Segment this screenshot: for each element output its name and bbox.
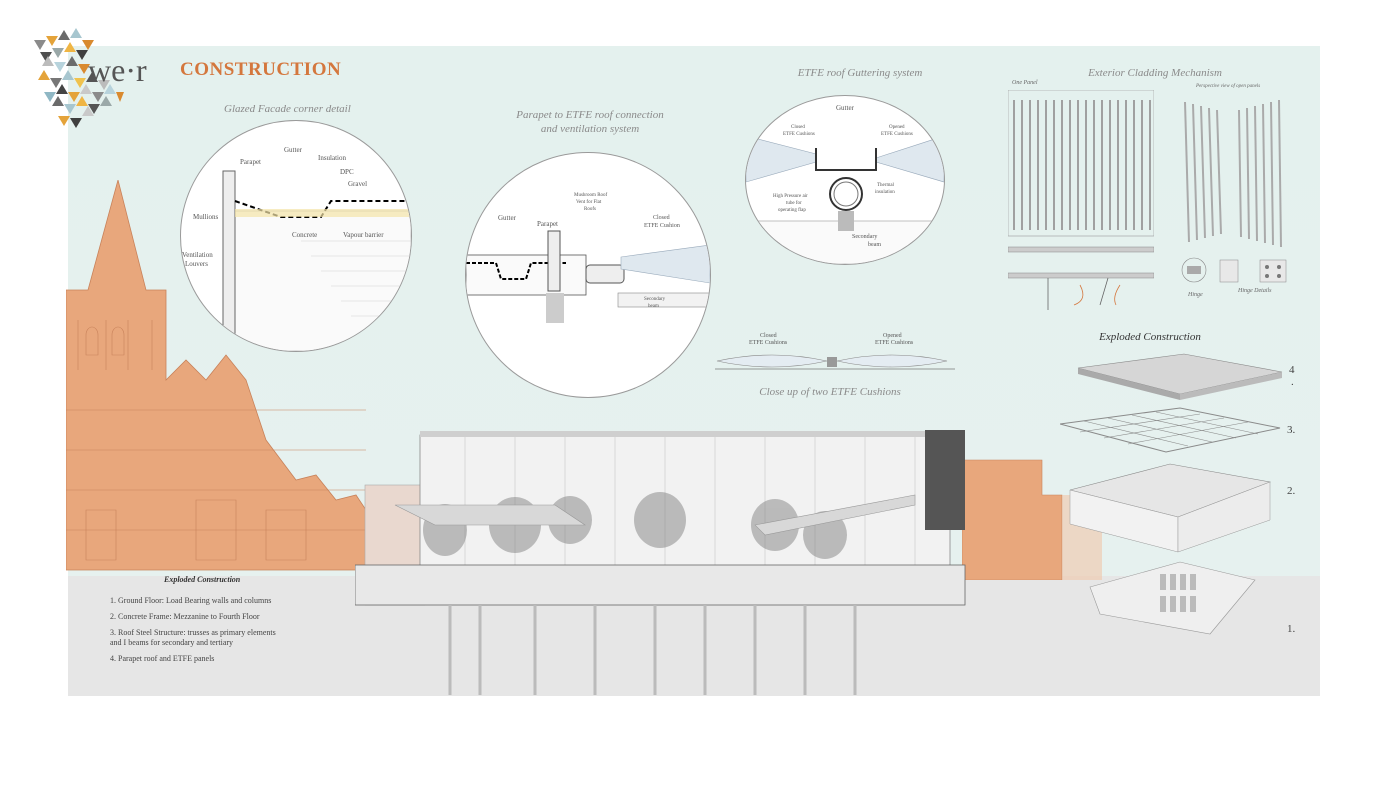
parapet-label-mushroom-1: Mushroom Roof <box>574 193 608 198</box>
exploded-number-4: 4 <box>1289 364 1295 376</box>
parapet-label-parapet: Parapet <box>537 220 558 228</box>
parapet-label-gutter: Gutter <box>498 214 516 222</box>
gutter-label-closed-etfe: ETFE Cushions <box>783 132 815 137</box>
parapet-detail-circle <box>465 152 711 398</box>
parapet-detail-title-1: Parapet to ETFE roof connection <box>516 109 664 121</box>
facade-detail-title: Glazed Facade corner detail <box>224 103 351 115</box>
gutter-label-opened: Opened <box>889 125 905 130</box>
cladding-one-panel-label: One Panel <box>1012 80 1038 86</box>
building-section <box>355 430 966 695</box>
parapet-label-mushroom-2: Vent for Flat <box>576 200 602 205</box>
cushions-label-opened: Opened <box>883 333 902 339</box>
cushions-label-opened-etfe: ETFE Cushions <box>875 340 914 346</box>
cladding-plan <box>1008 246 1154 310</box>
hinge-details-label: Hinge Details <box>1238 288 1272 294</box>
facade-label-dpc: DPC <box>340 168 354 176</box>
page-title: CONSTRUCTION <box>180 59 342 80</box>
facade-label-mullions: Mullions <box>193 213 219 221</box>
facade-label-parapet: Parapet <box>240 158 261 166</box>
gutter-detail-title: ETFE roof Guttering system <box>797 67 923 79</box>
legend-item: 2. Concrete Frame: Mezzanine to Fourth F… <box>110 612 260 621</box>
exploded-title: Exploded Construction <box>1099 331 1201 343</box>
gutter-label-opened-etfe: ETFE Cushions <box>881 132 913 137</box>
legend-item: and I beams for secondary and tertiary <box>110 638 234 647</box>
facade-label-gutter: Gutter <box>284 146 302 154</box>
exploded-number-3: 3. <box>1287 424 1296 436</box>
legend-item: 4. Parapet roof and ETFE panels <box>110 654 215 663</box>
parapet-label-secondary: Secondary <box>644 297 666 302</box>
exploded-number-4-dot: . <box>1291 376 1294 388</box>
etfe-cushions-drawing <box>715 354 955 370</box>
gutter-label-thermal: Thermal <box>877 183 894 188</box>
gutter-label-closed: Closed <box>791 125 805 130</box>
gutter-detail-circle <box>745 95 945 265</box>
facade-label-vapour-barrier: Vapour barrier <box>343 231 384 239</box>
facade-label-gravel: Gravel <box>348 180 368 188</box>
cladding-perspective <box>1184 99 1282 248</box>
parapet-detail-title-2: and ventilation system <box>540 123 640 135</box>
hinge-details-icon <box>1181 257 1287 283</box>
facade-label-insulation: Insulation <box>318 154 346 162</box>
exploded-axonometric <box>1060 353 1283 635</box>
exploded-number-1: 1. <box>1287 623 1296 635</box>
parapet-label-beam: beam <box>648 304 659 309</box>
facade-label-concrete: Concrete <box>292 231 318 239</box>
cladding-perspective-label: Perspective view of open panels <box>1196 84 1261 89</box>
parapet-label-mushroom-3: Roofs <box>584 207 596 212</box>
facade-label-louvers: Louvers <box>185 260 208 268</box>
legend-list: 1. Ground Floor: Load Bearing walls and … <box>110 596 276 670</box>
cushions-label-closed: Closed <box>760 333 777 339</box>
cladding-title: Exterior Cladding Mechanism <box>1088 67 1222 79</box>
logo-text: we·r <box>88 52 147 88</box>
parapet-label-etfe: ETFE Cushion <box>644 223 680 229</box>
gutter-label-beam: beam <box>868 242 881 248</box>
gutter-label-air-tube-3: operating flap <box>778 208 806 213</box>
gutter-label-gutter: Gutter <box>836 104 854 112</box>
legend-item: 3. Roof Steel Structure: trusses as prim… <box>110 628 276 637</box>
exploded-number-2: 2. <box>1287 485 1296 497</box>
gutter-label-air-tube-1: High Pressure air <box>773 194 808 199</box>
logo-triangles-icon <box>34 28 124 128</box>
cladding-elevation <box>1008 90 1154 237</box>
cushions-label-closed-etfe: ETFE Cushions <box>749 340 788 346</box>
legend-title: Exploded Construction <box>164 575 241 584</box>
gutter-label-air-tube-2: tube for <box>786 201 802 206</box>
cushions-title: Close up of two ETFE Cushions <box>759 386 901 398</box>
facade-detail-circle <box>180 120 412 352</box>
gutter-label-secondary: Secondary <box>852 234 878 240</box>
parapet-label-closed: Closed <box>653 215 670 221</box>
hinge-label: Hinge <box>1188 292 1203 298</box>
church-silhouette <box>66 180 366 571</box>
legend-item: 1. Ground Floor: Load Bearing walls and … <box>110 596 272 605</box>
facade-label-ventilation: Ventilation <box>182 251 213 259</box>
gutter-label-insulation: insulation <box>875 190 895 195</box>
